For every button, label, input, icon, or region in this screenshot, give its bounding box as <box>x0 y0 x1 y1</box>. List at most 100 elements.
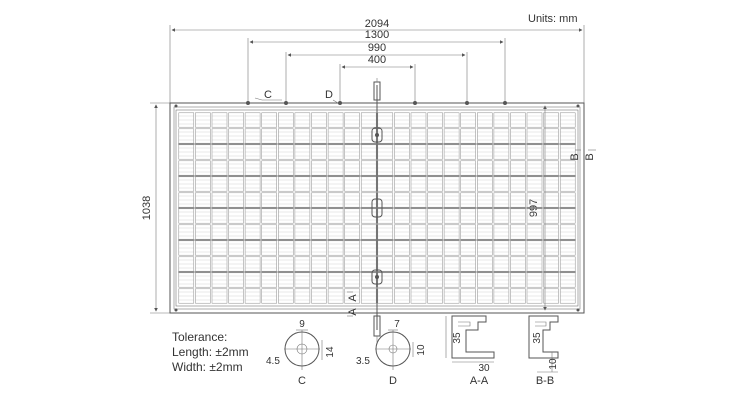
solar-cell <box>195 112 211 128</box>
solar-cell <box>477 240 493 256</box>
solar-cell <box>195 272 211 288</box>
tolerance-width: Width: ±2mm <box>172 360 243 374</box>
solar-cell <box>228 112 244 128</box>
solar-cell <box>460 208 476 224</box>
solar-cell <box>211 128 228 144</box>
section-bb-bottom-dim: 10 <box>548 358 559 370</box>
solar-cell <box>477 160 493 176</box>
solar-cell <box>211 192 228 208</box>
solar-cell <box>244 128 261 144</box>
solar-cell <box>178 224 195 240</box>
solar-cell <box>559 192 576 208</box>
solar-cell <box>410 208 427 224</box>
callout-c: C <box>254 89 282 101</box>
solar-cell <box>228 224 244 240</box>
solar-cell <box>228 256 244 272</box>
solar-cell <box>344 224 360 240</box>
solar-cell <box>261 272 277 288</box>
solar-cell <box>195 208 211 224</box>
solar-cell <box>261 224 277 240</box>
solar-cell <box>493 128 510 144</box>
solar-cell <box>559 208 576 224</box>
solar-cell <box>410 288 427 304</box>
hole-spacing-inner-dimension: 400 <box>339 54 416 103</box>
solar-cell <box>228 128 244 144</box>
solar-cell <box>178 144 195 160</box>
solar-cell <box>394 240 410 256</box>
solar-cell <box>344 240 360 256</box>
solar-cell <box>360 272 377 288</box>
solar-cell <box>211 288 228 304</box>
solar-cell <box>427 144 443 160</box>
solar-cell <box>211 160 228 176</box>
solar-cell <box>559 256 576 272</box>
solar-cell <box>526 112 543 128</box>
solar-cell <box>244 176 261 192</box>
solar-cell <box>244 112 261 128</box>
section-bb: 35 10 B-B <box>528 315 559 387</box>
section-a-bottom-label: A <box>347 308 359 316</box>
solar-cell <box>360 288 377 304</box>
solar-cell <box>410 224 427 240</box>
solar-cell <box>244 208 261 224</box>
solar-cell <box>377 112 394 128</box>
solar-cell <box>460 240 476 256</box>
solar-cell <box>460 176 476 192</box>
solar-cell <box>178 160 195 176</box>
solar-cell <box>178 112 195 128</box>
solar-cell <box>543 192 559 208</box>
solar-cell <box>443 240 460 256</box>
solar-cell <box>477 112 493 128</box>
solar-cell <box>510 208 526 224</box>
solar-cell <box>228 144 244 160</box>
hole-spacing-inner-value: 400 <box>368 54 386 66</box>
solar-cell <box>311 144 327 160</box>
solar-cell <box>394 224 410 240</box>
solar-cell <box>278 256 294 272</box>
solar-cell <box>195 256 211 272</box>
solar-cell <box>327 112 344 128</box>
solar-cell <box>278 192 294 208</box>
solar-cell <box>195 144 211 160</box>
solar-cell <box>427 128 443 144</box>
section-aa-label: A-A <box>470 375 489 387</box>
solar-cell <box>510 192 526 208</box>
solar-cell <box>460 256 476 272</box>
callout-d: D <box>325 89 339 104</box>
solar-cell <box>278 176 294 192</box>
callout-c-label: C <box>264 89 272 101</box>
solar-cell <box>460 272 476 288</box>
solar-cell <box>526 208 543 224</box>
solar-cell <box>477 176 493 192</box>
solar-cell <box>311 208 327 224</box>
solar-cell <box>327 160 344 176</box>
overall-width-value: 1038 <box>141 196 153 220</box>
solar-cell <box>460 192 476 208</box>
solar-cell <box>493 192 510 208</box>
solar-cell <box>278 240 294 256</box>
solar-cell <box>443 160 460 176</box>
solar-cell <box>410 192 427 208</box>
hole-spacing-outer-value: 1300 <box>365 29 389 41</box>
solar-cell <box>360 192 377 208</box>
section-b-left-label: B <box>569 153 581 160</box>
solar-cell <box>360 176 377 192</box>
detail-c: 9 14 4.5 C <box>266 319 336 387</box>
overall-length-dimension: 2094 <box>169 18 585 103</box>
solar-cell <box>244 192 261 208</box>
solar-cell <box>261 192 277 208</box>
solar-cell <box>294 192 311 208</box>
solar-cell <box>244 144 261 160</box>
solar-cell <box>543 112 559 128</box>
solar-cell <box>211 256 228 272</box>
solar-cell <box>559 288 576 304</box>
solar-cell <box>394 144 410 160</box>
solar-cell <box>377 240 394 256</box>
solar-cell <box>178 240 195 256</box>
solar-cell <box>344 128 360 144</box>
solar-cell <box>443 272 460 288</box>
solar-cell <box>228 160 244 176</box>
section-bb-height-dim: 35 <box>532 332 543 344</box>
solar-cell <box>510 112 526 128</box>
solar-cell <box>427 240 443 256</box>
